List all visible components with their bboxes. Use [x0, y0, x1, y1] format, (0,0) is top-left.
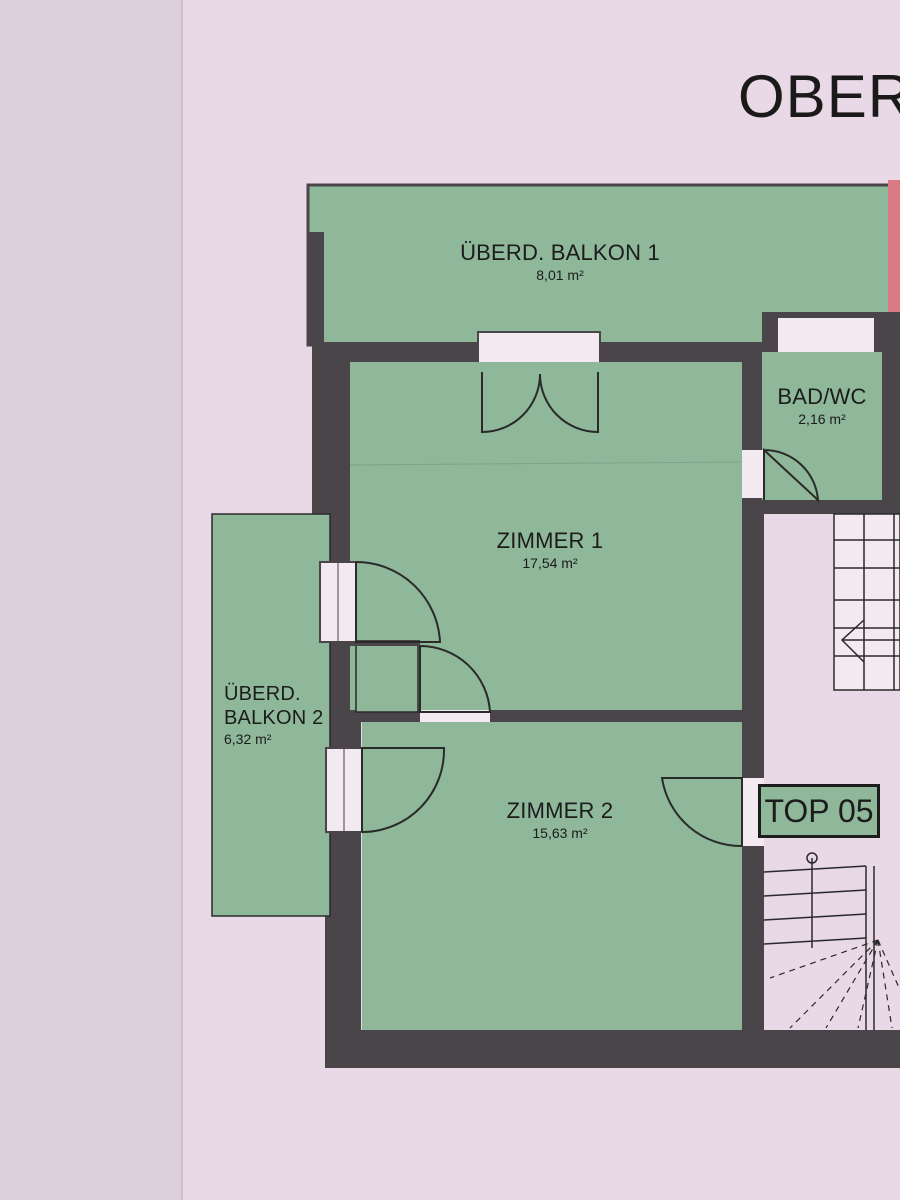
winder-5: [877, 939, 893, 1029]
left-page-shadow: [0, 0, 182, 1200]
bad-name: BAD/WC: [777, 384, 867, 409]
stair-arrow-icon: [840, 619, 900, 663]
balkon-2-label: ÜBERD. BALKON 2 6,32 m²: [212, 682, 324, 748]
balkon-2-area-value: 6,32 m²: [224, 731, 272, 747]
winder-3: [825, 939, 879, 1029]
window-opening-bad: [778, 318, 874, 354]
balkon-2-name-line-1: ÜBERD.: [224, 683, 301, 705]
floor-seam: [349, 461, 743, 466]
stair-upper-frame: [833, 513, 900, 691]
bottom-wall: [325, 1030, 900, 1068]
zimmer-1-area-value: 17,54 m²: [522, 555, 578, 571]
bad-area: [762, 352, 884, 500]
zimmer-1-name: ZIMMER 1: [496, 528, 604, 553]
zimmer-2-label: ZIMMER 2 15,63 m²: [450, 798, 670, 842]
stair-post-icon: [806, 852, 818, 864]
winder-4: [857, 939, 879, 1029]
stair-lower-step-4: [763, 937, 867, 945]
right-wall: [742, 342, 764, 1052]
door-zimmer-1: [355, 560, 442, 643]
stair-winders: [769, 939, 900, 1029]
zimmer-2-name: ZIMMER 2: [506, 798, 614, 823]
bad-door-gap: [742, 450, 764, 498]
double-door-top: [481, 372, 599, 434]
zimmer-2-area: [362, 722, 742, 1030]
winder-6: [877, 939, 900, 991]
balkon-2-area: [211, 513, 331, 917]
stair-lower-step-1: [763, 865, 867, 873]
door-zimmer-2-left: [361, 747, 446, 833]
balkon-2-name-line-2: BALKON 2: [224, 707, 324, 729]
bad-area-value: 2,16 m²: [798, 411, 846, 427]
stair-lower: [763, 852, 875, 1030]
winder-2: [789, 939, 879, 1029]
unit-badge: TOP 05: [758, 784, 880, 838]
red-accent: [888, 180, 900, 312]
zimmer-2-area-value: 15,63 m²: [532, 825, 588, 841]
balkon-1-area-value: 8,01 m²: [536, 267, 584, 283]
winder-1: [769, 939, 879, 979]
stair-lower-step-2: [763, 889, 867, 897]
door-bad: [763, 447, 820, 503]
door-swings: [355, 372, 820, 848]
balkon-1-rail: [308, 232, 324, 345]
page-title: OBER: [738, 63, 900, 130]
bad-bottom-wall: [762, 500, 900, 514]
bad-label: BAD/WC 2,16 m²: [762, 384, 882, 428]
stair-lower-step-3: [763, 913, 867, 921]
balkon-1-name: ÜBERD. BALKON 1: [460, 240, 660, 265]
door-zimmer-2-right: [660, 777, 743, 848]
balkon-1-label: ÜBERD. BALKON 1 8,01 m²: [420, 240, 700, 284]
zimmer-1-label: ZIMMER 1 17,54 m²: [440, 528, 660, 572]
door-closet: [419, 644, 492, 713]
bad-right-wall: [882, 352, 900, 512]
stair-upper: [833, 513, 900, 691]
closet-area: [355, 641, 419, 713]
